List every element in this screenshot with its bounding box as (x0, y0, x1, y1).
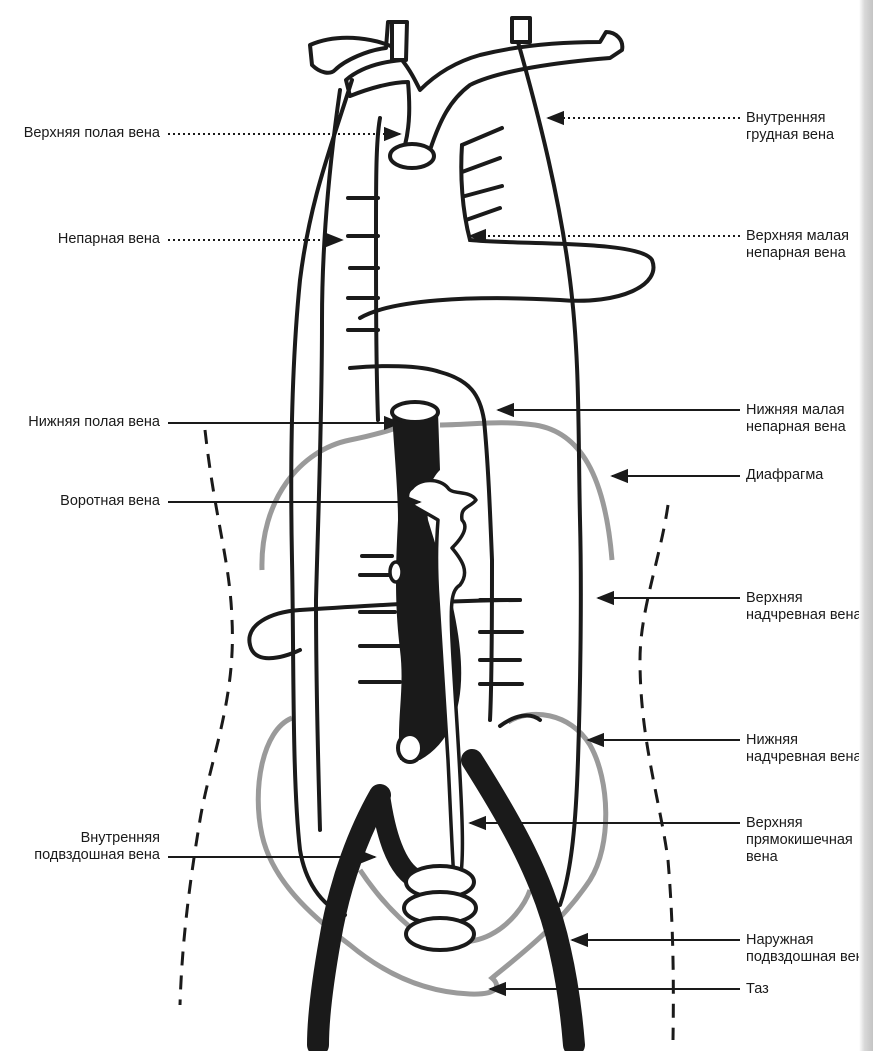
superior-vena-cava (390, 144, 434, 168)
label-portal-vein: Воротная вена (60, 493, 160, 510)
label-diaphragm: Диафрагма (746, 467, 823, 484)
label-internal-iliac-vein: Внутренняя подвздошная вена (34, 830, 160, 864)
label-internal-thoracic-vein: Внутренняя грудная вена (746, 110, 834, 144)
label-pelvis: Таз (746, 981, 769, 998)
body-outline-right (640, 505, 673, 1040)
body-outline-left (180, 430, 232, 1005)
label-superior-epigastric-vein: Верхняя надчревная вена (746, 590, 862, 624)
leader-lines-right (470, 118, 740, 989)
label-inferior-epigastric-vein: Нижняя надчревная вена (746, 732, 862, 766)
page-edge-shadow (859, 0, 873, 1051)
label-inferior-vena-cava: Нижняя полая вена (28, 414, 160, 431)
label-azygos-vein: Непарная вена (58, 231, 160, 248)
rectum (404, 866, 476, 950)
label-superior-rectal-vein: Верхняя прямокишечная вена (746, 815, 853, 866)
label-external-iliac-vein: Наружная подвздошная вена (746, 932, 872, 966)
label-superior-hemiazygos-vein: Верхняя малая непарная вена (746, 228, 849, 262)
label-inferior-hemiazygos-vein: Нижняя малая непарная вена (746, 402, 846, 436)
brachiocephalic-veins (310, 18, 622, 150)
label-superior-vena-cava: Верхняя полая вена (24, 125, 160, 142)
